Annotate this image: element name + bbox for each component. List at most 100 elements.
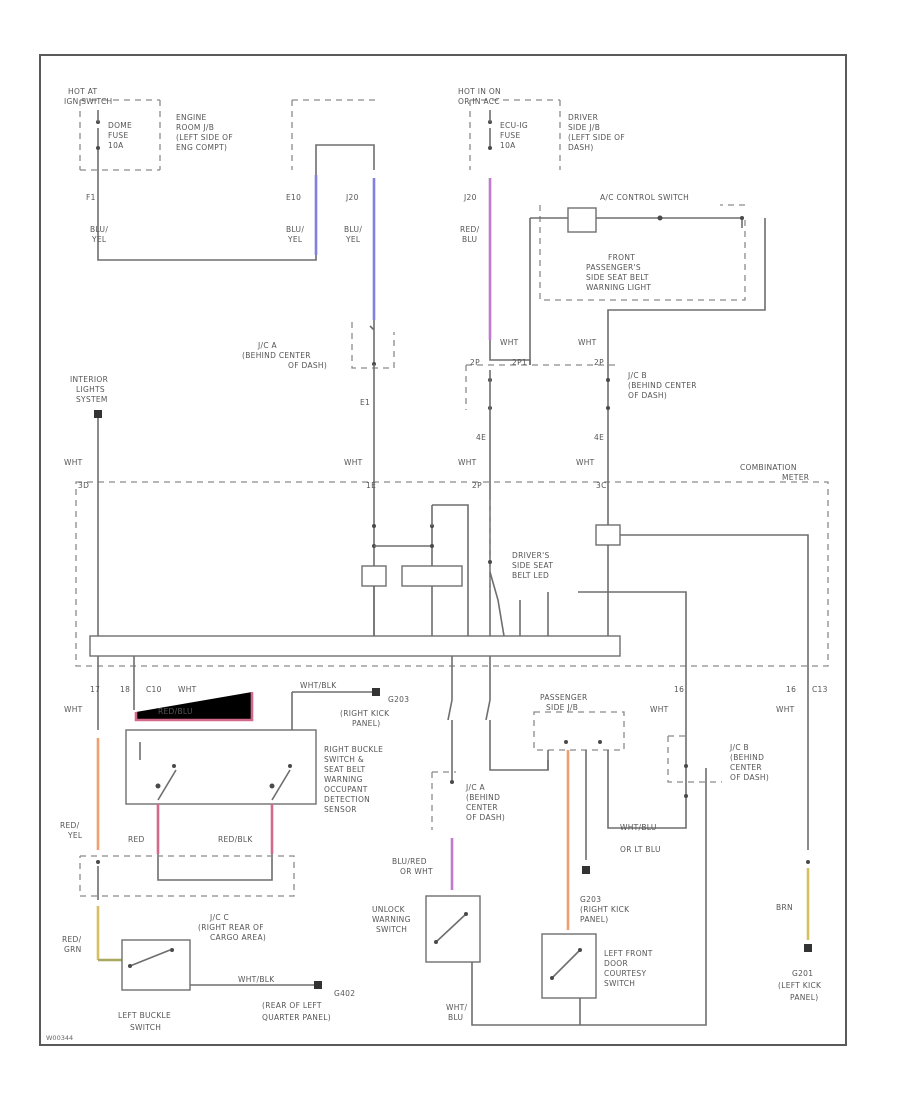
jc-a-label: J/C A	[257, 341, 278, 350]
wht-8: WHT	[650, 705, 669, 714]
right-buckle-label-4: WARNING	[324, 775, 363, 784]
g203-label-3: PANEL)	[352, 719, 380, 728]
right-buckle-label-5: OCCUPANT	[324, 785, 368, 794]
hot-at-label: HOT AT	[68, 87, 98, 96]
front-passenger-label: FRONT	[608, 253, 635, 262]
wht-3: WHT	[578, 338, 597, 347]
wht-5: WHT	[576, 458, 595, 467]
meter-ecu-bar	[89, 635, 621, 657]
engine-jb-label-3: (LEFT SIDE OF	[176, 133, 233, 142]
wht-1: WHT	[344, 458, 363, 467]
wht-9: WHT	[776, 705, 795, 714]
driver-jb-label: DRIVER	[568, 113, 598, 122]
g201-label-3: PANEL)	[790, 993, 818, 1002]
ecuig-fuse-label: ECU-IG	[500, 121, 528, 130]
g402-label-3: QUARTER PANEL)	[262, 1013, 331, 1022]
g203-label: G203	[388, 695, 409, 704]
g402-label: G402	[334, 989, 355, 998]
left-front-label-3: COURTESY	[604, 969, 646, 978]
driver-jb-label-4: DASH)	[568, 143, 594, 152]
g203b-label-3: PANEL)	[580, 915, 608, 924]
g203b-label-2: (RIGHT KICK	[580, 905, 630, 914]
red-2: RED/BLK	[218, 835, 253, 844]
wire-blu-yel-1: BLU/	[90, 225, 108, 234]
pin-2p2: 2P	[594, 358, 604, 367]
interior-lights-label: INTERIOR	[70, 375, 108, 384]
blu-red-2: OR WHT	[400, 867, 433, 876]
pin-17: 17	[90, 685, 100, 694]
ecuig-fuse-label-3: 10A	[500, 141, 516, 150]
brn-label: BRN	[776, 903, 793, 912]
interior-lights-label-2: LIGHTS	[76, 385, 105, 394]
red-blu: RED/BLU	[158, 707, 193, 716]
jc-b2-label-3: CENTER	[730, 763, 762, 772]
pin-j20: J20	[345, 193, 359, 202]
jc-a-label-3: OF DASH)	[288, 361, 327, 370]
pin-f1: F1	[86, 193, 96, 202]
driver-belt-label-2: SIDE SEAT	[512, 561, 553, 570]
pin-4e: 4E	[476, 433, 486, 442]
driver-jb-label-3: (LEFT SIDE OF	[568, 133, 625, 142]
g203b-label: G203	[580, 895, 601, 904]
pin-16b: 16	[786, 685, 796, 694]
pin-16: 16	[674, 685, 684, 694]
g201-label-2: (LEFT KICK	[778, 981, 822, 990]
jc-a2-label: J/C A	[465, 783, 486, 792]
combination-meter-label-2: METER	[782, 473, 809, 482]
hot-acc-label: HOT IN ON	[458, 87, 501, 96]
unlock-warning-switch	[425, 895, 481, 963]
pin-c13: C13	[812, 685, 828, 694]
jc-c-label-2: (RIGHT REAR OF	[198, 923, 264, 932]
wire-blu-yel-2: BLU/	[286, 225, 304, 234]
interior-lights-label-3: SYSTEM	[76, 395, 108, 404]
front-passenger-label-4: WARNING LIGHT	[586, 283, 651, 292]
wire-blu-yel-2b: YEL	[287, 235, 303, 244]
pin-j20b: J20	[463, 193, 477, 202]
blu-red: BLU/RED	[392, 857, 427, 866]
lt-blu-label: OR LT BLU	[620, 845, 661, 854]
wht-6: WHT	[64, 458, 83, 467]
dome-fuse-label-2: FUSE	[108, 131, 129, 140]
pin-4e2: 4E	[594, 433, 604, 442]
pin-18: 18	[120, 685, 130, 694]
red-grn: RED/	[62, 935, 82, 944]
driver-belt-label: DRIVER'S	[512, 551, 550, 560]
left-front-label-2: DOOR	[604, 959, 628, 968]
wire-blu-yel-3b: YEL	[345, 235, 361, 244]
right-buckle-label-7: SENSOR	[324, 805, 357, 814]
pin-e10: E10	[286, 193, 301, 202]
wire-red-blu-b: BLU	[462, 235, 477, 244]
jc-c-label: J/C C	[209, 913, 229, 922]
left-front-label-4: SWITCH	[604, 979, 635, 988]
engine-jb-label-4: ENG COMPT)	[176, 143, 227, 152]
front-passenger-label-3: SIDE SEAT BELT	[586, 273, 649, 282]
pin-label: E1	[360, 398, 370, 407]
dome-fuse-label: DOME	[108, 121, 132, 130]
pin-c10: C10	[146, 685, 162, 694]
unlock-label-2: WARNING	[372, 915, 411, 924]
unlock-label: UNLOCK	[372, 905, 406, 914]
g203-label-2: (RIGHT KICK	[340, 709, 390, 718]
wht-2: WHT	[500, 338, 519, 347]
wht-blk-2: WHT/BLK	[238, 975, 275, 984]
left-buckle-switch	[121, 939, 191, 991]
wire-red-blu: RED/	[460, 225, 480, 234]
wht-blu-3: WHT/	[446, 1003, 468, 1012]
jc-c-label-3: CARGO AREA)	[210, 933, 266, 942]
passenger-jb-label: PASSENGER	[540, 693, 588, 702]
jc-b-label-2: (BEHIND CENTER	[628, 381, 697, 390]
pin-label: 2P	[472, 481, 482, 490]
right-buckle-label-6: DETECTION	[324, 795, 370, 804]
red-yel-b: YEL	[67, 831, 83, 840]
ac-switch-label: A/C CONTROL SWITCH	[600, 193, 689, 202]
jc-a2-label-4: OF DASH)	[466, 813, 505, 822]
g402-label-2: (REAR OF LEFT	[262, 1001, 322, 1010]
pin-label: 3C	[596, 481, 607, 490]
jc-b2-label-2: (BEHIND	[730, 753, 764, 762]
diagram-frame	[39, 54, 847, 1046]
left-front-label: LEFT FRONT	[604, 949, 653, 958]
jc-a2-label-3: CENTER	[466, 803, 498, 812]
right-buckle-label-2: SWITCH &	[324, 755, 364, 764]
hot-acc-label-2: OR IN ACC	[458, 97, 500, 106]
g201-label: G201	[792, 969, 813, 978]
